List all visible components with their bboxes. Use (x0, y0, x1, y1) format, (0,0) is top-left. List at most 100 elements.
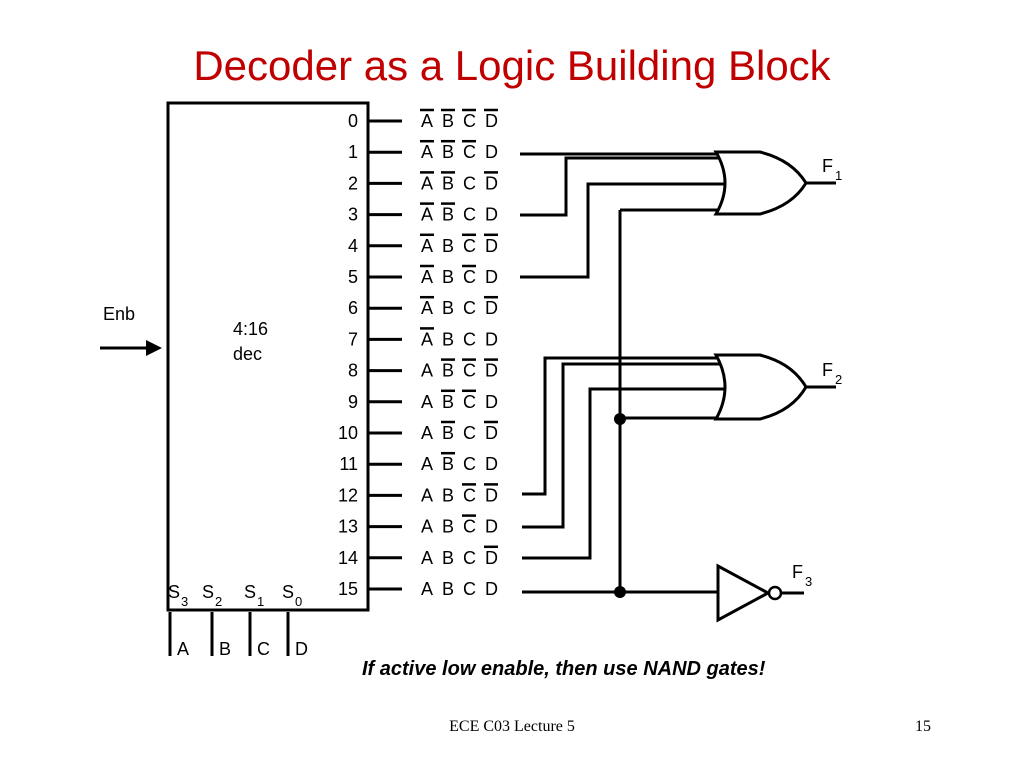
minterm-15-a: A (421, 579, 433, 599)
output-number-8: 8 (348, 361, 358, 381)
or-gate-f2: F 2 (713, 353, 842, 421)
output-number-9: 9 (348, 392, 358, 412)
minterm-9-d: D (485, 392, 498, 412)
output-number-7: 7 (348, 329, 358, 349)
minterm-2-b: B (442, 173, 454, 193)
minterm-7-d: D (485, 329, 498, 349)
f1-label: F (822, 156, 833, 176)
select-label-0: S (168, 582, 180, 602)
minterm-9-b: B (442, 392, 454, 412)
minterm-8-b: B (442, 361, 454, 381)
minterm-5-d: D (485, 267, 498, 287)
output-number-1: 1 (348, 142, 358, 162)
minterm-9-a: A (421, 392, 433, 412)
enable-arrow-icon (146, 340, 162, 356)
input-label-d: D (295, 639, 308, 659)
select-subscript-2: 1 (257, 594, 264, 609)
wire-out2-f1 (520, 156, 722, 217)
minterm-0-c: C (463, 111, 476, 131)
f3-label: F (792, 562, 803, 582)
minterm-3-b: B (442, 205, 454, 225)
or-gate-f2-shape (713, 353, 808, 421)
minterm-6-a: A (421, 298, 433, 318)
output-number-6: 6 (348, 298, 358, 318)
select-subscript-0: 3 (181, 594, 188, 609)
minterm-6-c: C (463, 298, 476, 318)
select-label-1: S (202, 582, 214, 602)
output-number-0: 0 (348, 111, 358, 131)
minterm-4-c: C (463, 236, 476, 256)
minterm-1-b: B (442, 142, 454, 162)
wire-out8-f1 (618, 208, 726, 592)
decoder-label-line2: dec (233, 344, 262, 364)
minterm-15-d: D (485, 579, 498, 599)
minterm-12-b: B (442, 485, 454, 505)
minterm-0-d: D (485, 111, 498, 131)
slide-title: Decoder as a Logic Building Block (193, 42, 831, 89)
f2-label: F (822, 360, 833, 380)
minterm-11-b: B (442, 454, 454, 474)
wire-f2-in3 (522, 387, 726, 560)
inverter-f3-shape (716, 563, 772, 623)
minterm-6-b: B (442, 298, 454, 318)
minterm-0-b: B (442, 111, 454, 131)
decoder-label-line1: 4:16 (233, 319, 268, 339)
output-number-14: 14 (338, 548, 358, 568)
minterm-10-b: B (442, 423, 454, 443)
or-gate-f1: F 1 (713, 150, 842, 216)
enable-label: Enb (103, 304, 135, 324)
junction-dot-1 (614, 413, 626, 425)
input-label-a: A (177, 639, 189, 659)
f2-subscript: 2 (835, 372, 842, 387)
minterm-4-b: B (442, 236, 454, 256)
minterm-6-d: D (485, 298, 498, 318)
minterm-5-c: C (463, 267, 476, 287)
minterm-2-d: D (485, 173, 498, 193)
wire-out4-f1 (520, 182, 726, 279)
input-label-b: B (219, 639, 231, 659)
input-label-c: C (257, 639, 270, 659)
minterm-8-d: D (485, 361, 498, 381)
minterm-1-d: D (485, 142, 498, 162)
minterm-14-d: D (485, 548, 498, 568)
decoder-block (166, 101, 370, 612)
output-number-12: 12 (338, 485, 358, 505)
minterm-12-d: D (485, 485, 498, 505)
minterm-1-c: C (463, 142, 476, 162)
output-number-10: 10 (338, 423, 358, 443)
minterm-15-c: C (463, 579, 476, 599)
output-number-2: 2 (348, 173, 358, 193)
minterm-9-c: C (463, 392, 476, 412)
minterm-2-c: C (463, 173, 476, 193)
minterm-4-d: D (485, 236, 498, 256)
output-number-11: 11 (339, 454, 358, 474)
output-number-3: 3 (348, 205, 358, 225)
or-gate-f1-shape (713, 150, 808, 216)
minterm-10-d: D (485, 423, 498, 443)
page-number: 15 (915, 718, 931, 735)
minterm-8-a: A (421, 361, 433, 381)
f3-subscript: 3 (805, 574, 812, 589)
inverter-f3-bubble (767, 585, 783, 601)
wire-f2-in2 (522, 362, 722, 529)
minterm-13-d: D (485, 517, 498, 537)
minterm-14-b: B (442, 548, 454, 568)
minterm-13-a: A (421, 517, 433, 537)
select-subscript-3: 0 (295, 594, 302, 609)
minterm-2-a: A (421, 173, 433, 193)
minterm-13-c: C (463, 517, 476, 537)
output-number-5: 5 (348, 267, 358, 287)
minterm-11-d: D (485, 454, 498, 474)
minterm-8-c: C (463, 361, 476, 381)
minterm-11-c: C (463, 454, 476, 474)
minterm-10-a: A (421, 423, 433, 443)
minterm-3-c: C (463, 205, 476, 225)
minterm-4-a: A (421, 236, 433, 256)
minterm-3-a: A (421, 205, 433, 225)
minterm-14-c: C (463, 548, 476, 568)
f1-subscript: 1 (835, 168, 842, 183)
minterm-1-a: A (421, 142, 433, 162)
gate-wiring (520, 152, 726, 594)
